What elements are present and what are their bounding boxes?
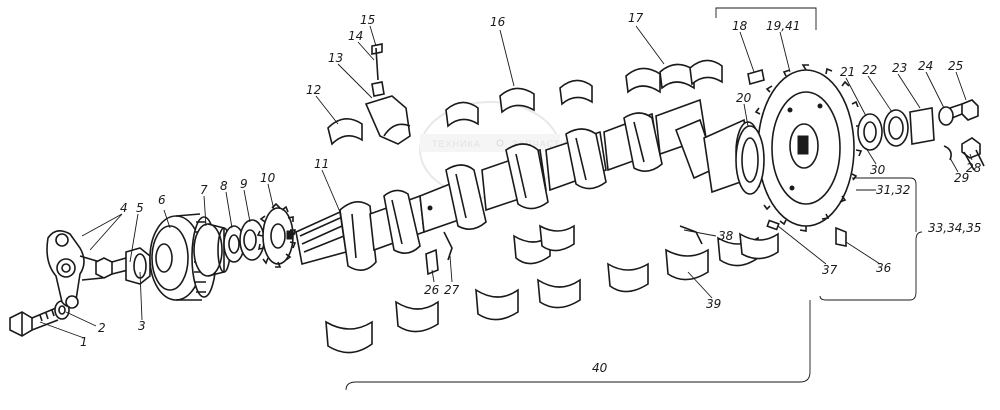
callout-11: 11 <box>314 157 329 171</box>
bolt-part-1 <box>9 307 59 337</box>
ratchet-part-3 <box>125 247 151 285</box>
bearing-shell-16 <box>499 87 535 114</box>
leader-lines <box>39 25 973 339</box>
callout-38: 38 <box>718 229 734 243</box>
callout-10: 10 <box>260 171 276 185</box>
callout-5: 5 <box>136 201 144 215</box>
callout-18: 18 <box>732 19 748 33</box>
gear-part-10 <box>256 202 297 268</box>
callout-2: 2 <box>98 321 106 335</box>
callout-1: 1 <box>80 335 88 349</box>
ring-part-22 <box>883 109 909 147</box>
bolt-part-15 <box>371 43 383 81</box>
callout-31-32: 31,32 <box>876 183 910 197</box>
watermark-left-text: ТЕХНИКА <box>432 139 481 149</box>
callout-30: 30 <box>870 163 886 177</box>
pin-part-18 <box>747 68 765 86</box>
callout-36: 36 <box>876 261 892 275</box>
callout-9: 9 <box>240 177 248 191</box>
watermark-right-text: ЗАПЧАСТИ <box>512 139 568 149</box>
flywheel-gear-part-19 <box>749 64 863 232</box>
callout-4: 4 <box>120 201 128 215</box>
callout-13: 13 <box>328 51 343 65</box>
ring-part-29 <box>943 145 952 161</box>
callout-21: 21 <box>840 65 855 79</box>
callout-labels: 1 2 3 4 5 6 7 8 9 10 11 12 13 14 15 16 1… <box>80 11 982 375</box>
callout-17: 17 <box>628 11 644 25</box>
bolt-part-25 <box>961 99 979 121</box>
plug-part-26 <box>425 248 439 276</box>
wire-part-38 <box>679 225 703 245</box>
callout-37: 37 <box>822 263 838 277</box>
callout-15: 15 <box>360 13 375 27</box>
callout-3: 3 <box>138 319 146 333</box>
pin-part-27 <box>443 231 453 261</box>
callout-33-34-35: 33,34,35 <box>928 221 981 235</box>
plate-part-14 <box>371 81 385 97</box>
bearing-shell-39 <box>665 248 709 281</box>
callout-14: 14 <box>348 29 363 43</box>
hub-part-7 <box>193 223 231 277</box>
deflector-part-9 <box>239 219 265 261</box>
lock-plate-part-4 <box>46 230 103 309</box>
callout-6: 6 <box>158 193 166 207</box>
callout-40: 40 <box>592 361 608 375</box>
key-part-37 <box>766 219 780 231</box>
rear-bearings <box>857 99 985 171</box>
callout-25: 25 <box>948 59 963 73</box>
bolt-part-28 <box>961 137 981 159</box>
group-brackets <box>345 7 923 391</box>
bearing-shell-12 <box>327 118 363 146</box>
thrust-washer-17 <box>625 67 661 94</box>
bolt-part-5 <box>95 256 129 279</box>
callout-28: 28 <box>966 161 982 175</box>
callout-8: 8 <box>220 179 228 193</box>
fitting-part-36 <box>835 226 847 247</box>
small-parts <box>425 219 847 276</box>
callout-16: 16 <box>490 15 506 29</box>
callout-29: 29 <box>954 171 969 185</box>
bearing-part-21 <box>857 113 883 151</box>
callout-23: 23 <box>892 61 907 75</box>
washer-part-20 <box>735 125 765 195</box>
upper-bearing-shells <box>327 43 723 146</box>
callout-19-41: 19,41 <box>766 19 800 33</box>
callout-12: 12 <box>306 83 321 97</box>
lower-bearing-shells <box>325 224 779 354</box>
callout-27: 27 <box>444 283 460 297</box>
callout-20: 20 <box>736 91 752 105</box>
crankshaft-part-11 <box>295 98 761 271</box>
cap-part-13 <box>364 95 411 145</box>
callout-26: 26 <box>424 283 440 297</box>
sleeve-part-23 <box>909 107 935 145</box>
callout-22: 22 <box>862 63 877 77</box>
callout-39: 39 <box>706 297 721 311</box>
callout-24: 24 <box>918 59 933 73</box>
callout-7: 7 <box>200 183 208 197</box>
washer-part-24 <box>938 106 954 126</box>
